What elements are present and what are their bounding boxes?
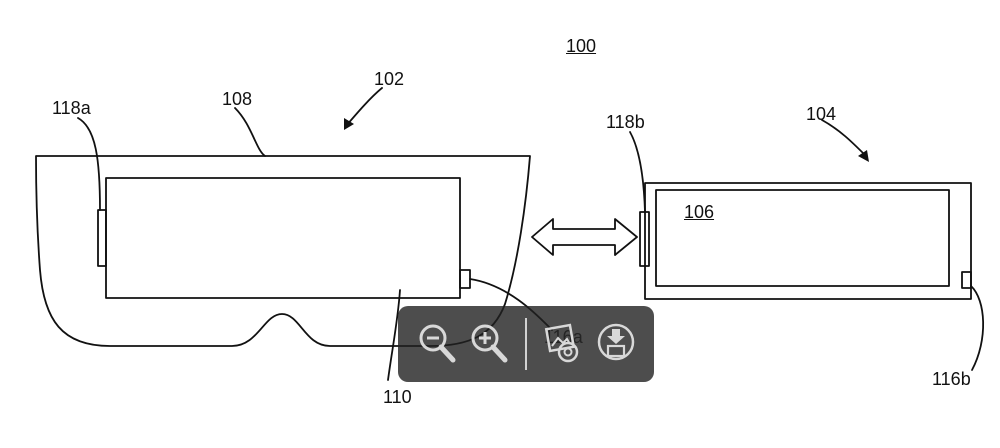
arrowhead-102 — [344, 118, 354, 130]
leader-102 — [345, 87, 383, 127]
label-118b: 118b — [606, 112, 645, 132]
label-110: 110 — [383, 387, 412, 407]
image-viewer-toolbar — [398, 306, 654, 382]
connector-118a — [97, 209, 107, 267]
label-106: 106 — [684, 202, 715, 222]
mobile-device-outer — [644, 182, 972, 300]
zoom-out-button[interactable] — [410, 306, 464, 382]
zoom-out-icon — [419, 324, 456, 363]
port-116a — [459, 269, 471, 289]
leader-118a — [77, 117, 101, 211]
port-116b — [961, 271, 972, 289]
label-118a: 118a — [52, 98, 91, 118]
label-108: 108 — [222, 89, 253, 109]
mobile-device-screen — [655, 189, 950, 287]
zoom-in-button[interactable] — [462, 306, 516, 382]
arrowhead-104 — [858, 150, 869, 162]
gallery-button[interactable] — [534, 306, 588, 382]
download-icon — [597, 323, 635, 361]
double-arrow — [531, 218, 638, 256]
label-104: 104 — [806, 104, 837, 124]
display-housing — [105, 177, 461, 299]
toolbar-separator — [525, 318, 527, 370]
photo-gallery-icon — [544, 323, 579, 363]
leader-104 — [821, 119, 867, 157]
leader-110 — [387, 289, 401, 381]
figure-title: 100 — [566, 36, 597, 56]
leader-116b — [970, 285, 985, 371]
zoom-in-icon — [471, 324, 508, 363]
download-button[interactable] — [588, 306, 642, 382]
leader-118b — [629, 131, 646, 213]
label-116b: 116b — [932, 369, 971, 389]
headset-shell — [35, 155, 531, 347]
label-102: 102 — [374, 69, 405, 89]
leader-108 — [234, 107, 266, 157]
